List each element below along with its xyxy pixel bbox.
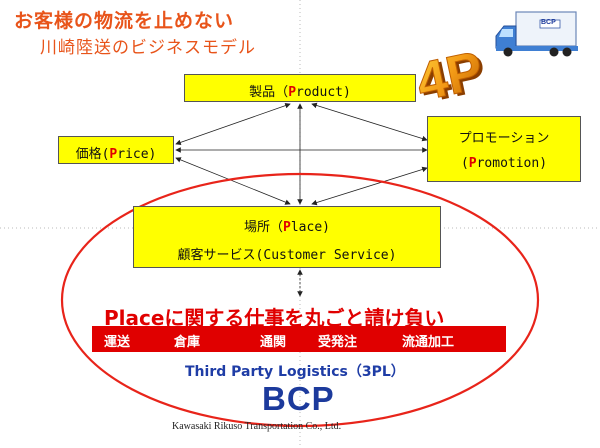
product-box: 製品（Product) <box>184 74 416 102</box>
customer-service-label: 顧客サービス(Customer Service) <box>177 248 397 263</box>
service-item-warehouse: 倉庫 <box>174 335 201 350</box>
page-title: お客様の物流を止めない <box>14 10 235 32</box>
services-bar: 運送 倉庫 通関 受発注 流通加工 <box>92 326 506 352</box>
promotion-label-en: (Promotion) <box>460 156 548 171</box>
service-item-ordering: 受発注 <box>318 335 358 350</box>
service-item-customs: 通関 <box>260 335 287 350</box>
bcp-label: BCP <box>262 380 335 417</box>
company-name: Kawasaki Rikuso Transportation Co., Ltd. <box>172 421 342 432</box>
place-ellipse <box>60 172 540 428</box>
arrow-price-place <box>175 157 291 205</box>
product-label: 製品（Product) <box>249 85 351 100</box>
svg-text:4P: 4P <box>411 40 488 112</box>
truck-icon <box>495 11 578 57</box>
arrow-promotion-place <box>311 166 428 206</box>
service-item-processing: 流通加工 <box>402 335 455 350</box>
4p-logo: 4P 4P <box>411 40 492 115</box>
price-box: 価格(Price) <box>58 136 174 164</box>
svg-text:4P: 4P <box>415 42 492 114</box>
price-label: 価格(Price) <box>75 147 157 162</box>
place-label: 場所（Place) <box>244 220 330 235</box>
service-item-transport: 運送 <box>104 335 131 350</box>
third-party-logistics: Third Party Logistics（3PL） <box>185 364 405 380</box>
truck-logo-text: BCP <box>541 19 556 26</box>
arrow-product-promotion <box>311 102 428 142</box>
arrow-product-price <box>175 102 291 146</box>
place-box: 場所（Place) 顧客サービス(Customer Service) <box>133 206 441 268</box>
promotion-label-jp: プロモーション <box>458 131 550 146</box>
promotion-box: プロモーション (Promotion) <box>427 116 581 182</box>
page-subtitle: 川崎陸送のビジネスモデル <box>40 38 256 58</box>
